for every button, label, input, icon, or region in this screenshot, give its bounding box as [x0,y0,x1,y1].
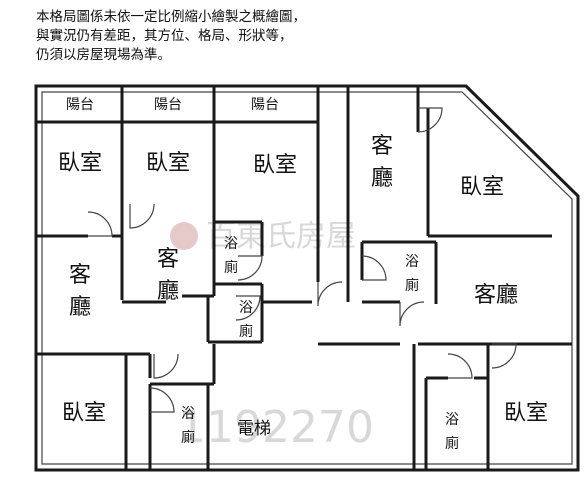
bathroom-label: 浴 [405,254,419,270]
bathroom-label: 浴 [224,236,238,252]
living-room-label: 客 [69,263,91,288]
door-icon [235,295,261,321]
living-room-label: 客 [157,247,179,272]
door-icon [417,107,443,133]
balcony-label: 陽台 [154,97,182,113]
bathroom-label: 廁 [224,259,238,276]
living-room-label: 廳 [157,279,179,304]
door-icon [129,203,155,229]
bedroom-label: 臥室 [62,401,106,426]
bedroom-label: 臥室 [253,153,297,178]
balcony-label: 陽台 [66,97,94,113]
bedroom-label: 臥室 [504,401,548,426]
walls-balconies [36,86,320,124]
bathroom-label: 廁 [405,277,419,294]
bathroom-label: 浴 [239,300,253,316]
bathroom-label: 浴 [445,412,459,428]
bedroom-label: 臥室 [146,151,190,176]
watermark-brand: 百東氏房屋 [206,219,356,254]
door-icon [87,211,113,237]
balcony-label: 陽台 [251,97,279,113]
door-icon [317,281,343,307]
disclaimer-line-3: 仍須以房屋現場為準。 [36,47,171,63]
bathroom-label: 浴 [181,406,195,422]
door-icon [361,255,387,281]
living-room-label: 廳 [371,166,393,191]
living-room-label: 廳 [69,295,91,320]
disclaimer-line-2: 與實況仍有差距，其方位、格局、形狀等， [36,28,293,44]
living-room-label: 客廳 [474,283,518,308]
disclaimer-line-1: 本格局圖係未依一定比例縮小繪製之概繪圖， [36,9,306,25]
elevator-label: 電梯 [237,419,271,439]
disclaimer: 本格局圖係未依一定比例縮小繪製之概繪圖， 與實況仍有差距，其方位、格局、形狀等，… [36,8,396,65]
bedroom-label: 臥室 [460,175,504,200]
door-icon [237,255,263,281]
door-icon [491,343,517,369]
living-room-label: 客 [371,134,393,159]
watermark-code: 1192270 [178,402,374,453]
door-icon [153,353,179,379]
bathroom-label: 廁 [445,435,459,452]
watermark: 百東氏房屋 1192270 [170,219,374,453]
inner-wall-line [41,91,573,465]
bathroom-label: 廁 [239,323,253,340]
watermark-logo-icon [170,222,198,250]
door-icon [399,301,425,327]
bedroom-label: 臥室 [58,151,102,176]
outer-wall [34,84,580,472]
doors [87,107,517,413]
door-icon [447,353,473,379]
walls-interior [36,86,572,470]
bathroom-label: 廁 [181,429,195,446]
door-icon [149,387,175,413]
